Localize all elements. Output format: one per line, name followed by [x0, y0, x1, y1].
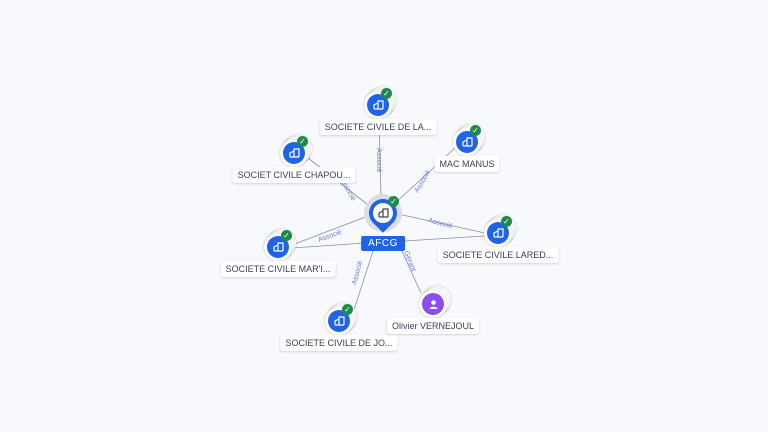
building-icon: [283, 142, 305, 164]
edge-label: Associé: [317, 229, 343, 244]
building-icon: [328, 310, 350, 332]
node-label: SOCIETE CIVILE MAR'I...: [220, 261, 336, 277]
verified-check-icon: ✓: [297, 136, 308, 147]
verified-check-icon: ✓: [470, 125, 481, 136]
building-icon: [456, 131, 478, 153]
edge-label: Associé: [427, 217, 453, 230]
verified-check-icon: ✓: [281, 230, 292, 241]
edge-line: [397, 213, 486, 234]
node-label: SOCIET CIVILE CHAPOU...: [232, 167, 356, 183]
verified-check-icon: ✓: [388, 196, 399, 207]
node-label: SOCIETE CIVILE DE JO...: [280, 335, 398, 351]
edge-label: Associé: [375, 148, 382, 173]
building-icon: [267, 236, 289, 258]
edge-label: Gérant: [402, 250, 417, 273]
person-icon: [422, 293, 444, 315]
building-icon: [367, 94, 389, 116]
edge-line: [353, 250, 374, 311]
verified-check-icon: ✓: [501, 216, 512, 227]
verified-check-icon: ✓: [342, 304, 353, 315]
node-label: Olivier VERNEJOUL: [386, 318, 480, 334]
edge-line: [403, 235, 486, 242]
edge-line: [291, 242, 366, 249]
edge-line: [307, 157, 373, 209]
node-label: MAC MANUS: [434, 156, 500, 172]
verified-check-icon: ✓: [381, 88, 392, 99]
building-icon: [373, 203, 393, 223]
edge-line: [291, 215, 369, 246]
edge-label: Associé: [414, 169, 432, 194]
center-node-label: AFCG: [361, 236, 405, 251]
node-label: SOCIETE CIVILE LARED...: [437, 247, 559, 263]
building-icon: [487, 222, 509, 244]
edge-label: Associé: [351, 260, 364, 286]
node-label: SOCIETE CIVILE DE LA...: [319, 119, 437, 135]
